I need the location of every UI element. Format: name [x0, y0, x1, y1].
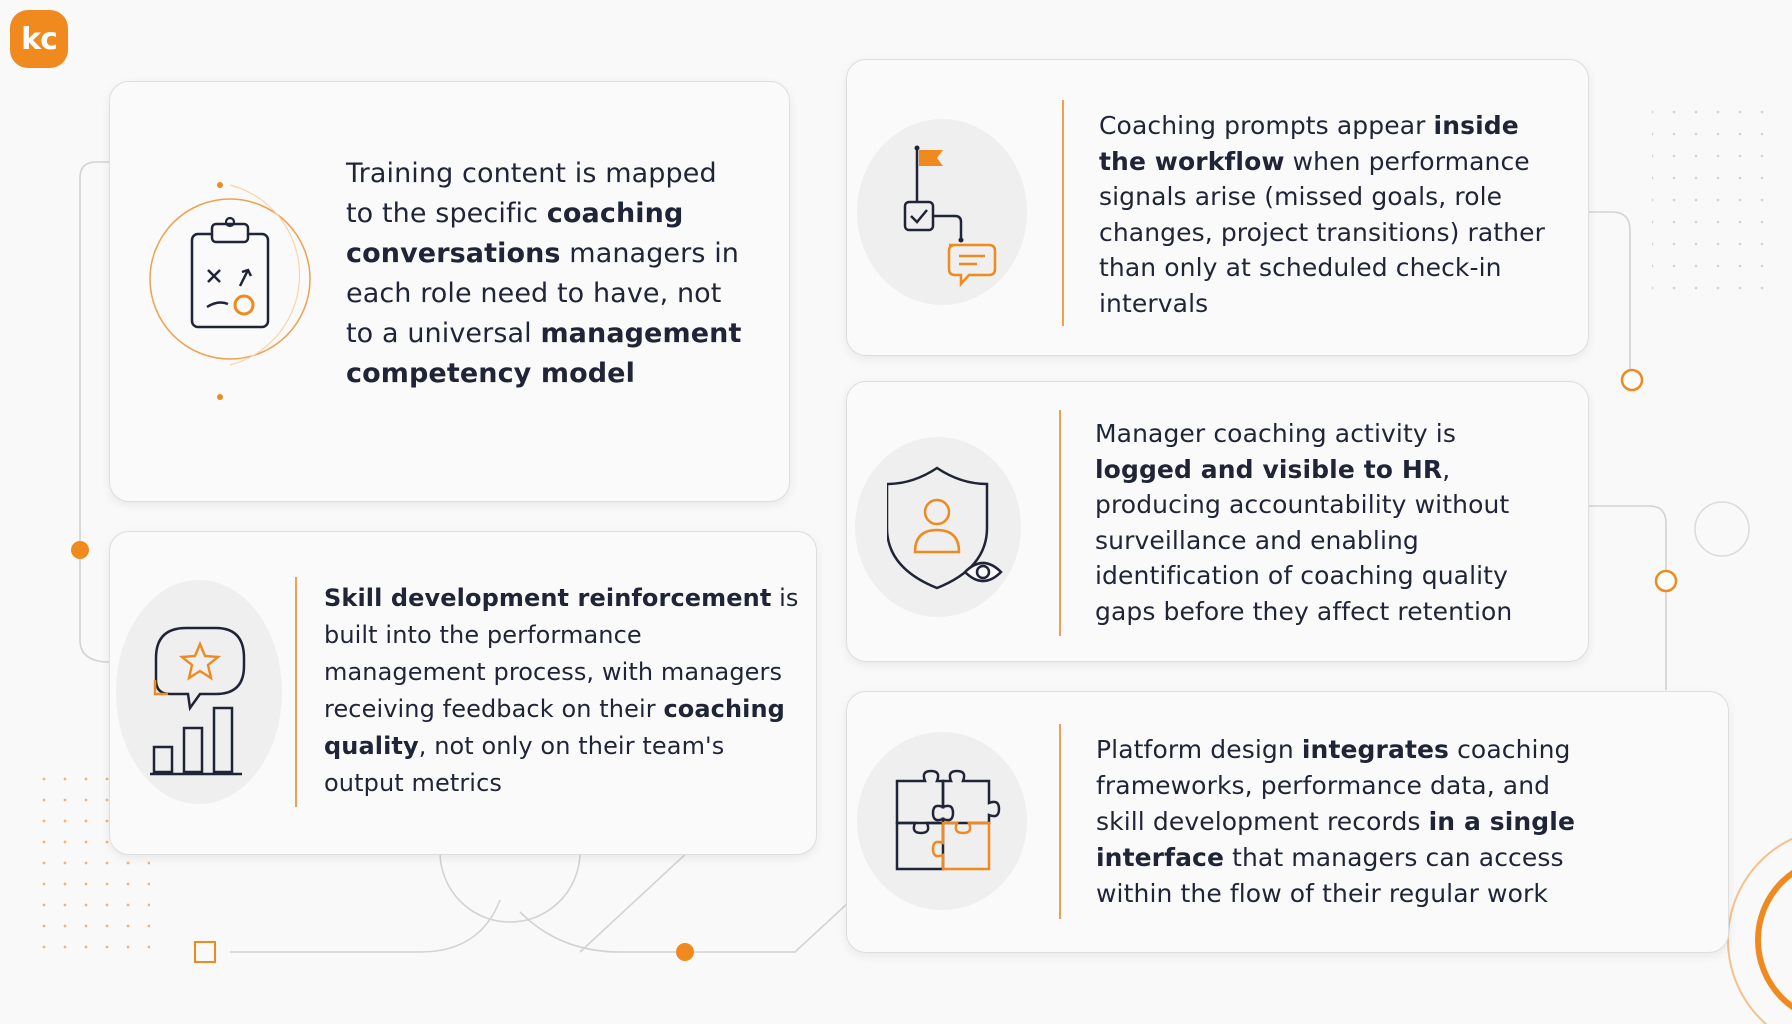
card-text: Manager coaching activity is logged and …	[1095, 419, 1513, 626]
card-text: Training content is mapped to the specif…	[346, 158, 742, 389]
clipboard-strategy-icon	[149, 182, 311, 400]
accent-divider	[1059, 724, 1061, 919]
accent-divider	[1059, 410, 1061, 636]
card-platform-design: Platform design integrates coaching fram…	[846, 691, 1729, 953]
icon-backdrop	[116, 580, 282, 804]
workflow-flag-icon	[903, 145, 997, 288]
card-text: Coaching prompts appear inside the workf…	[1099, 111, 1545, 318]
card-text: Skill development reinforcement is built…	[324, 584, 799, 797]
card-training-content: Training content is mapped to the specif…	[109, 81, 790, 502]
chat-star-bar-chart-icon	[150, 626, 246, 776]
puzzle-pieces-icon	[895, 769, 1001, 871]
card-logged-visible: Manager coaching activity is logged and …	[846, 381, 1589, 662]
card-workflow-prompts: Coaching prompts appear inside the workf…	[846, 59, 1589, 356]
accent-divider	[295, 577, 297, 807]
brand-logo: kc	[10, 10, 68, 68]
card-skill-development: Skill development reinforcement is built…	[109, 531, 817, 855]
accent-divider	[1062, 100, 1064, 326]
card-text: Platform design integrates coaching fram…	[1096, 735, 1576, 908]
shield-user-eye-icon	[887, 466, 1003, 590]
